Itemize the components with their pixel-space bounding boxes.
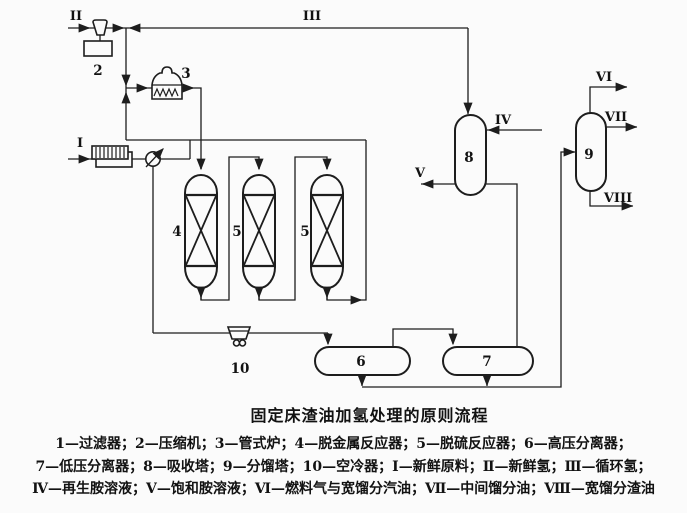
air-cooler-fan-left <box>232 339 241 347</box>
label-stream-recycle-hydrogen: III <box>303 9 321 24</box>
reactor-4-symbol <box>184 174 218 300</box>
equipment-number-labels: 2 3 4 5 5 6 7 8 9 10 <box>93 63 593 377</box>
reactor-5a-cross <box>243 195 275 266</box>
tube-furnace-symbol <box>151 66 183 100</box>
filter-body-upper <box>91 145 129 160</box>
air-cooler-symbol <box>226 326 252 347</box>
label-compressor: 2 <box>93 63 102 79</box>
label-stream-fuel-gas: VI <box>595 70 612 85</box>
label-furnace: 3 <box>181 66 190 82</box>
reactor-5b-bed-lines <box>311 193 343 268</box>
compressor-symbol <box>83 19 113 57</box>
separator6-to-separator7-line <box>392 328 454 347</box>
label-stream-fresh-hydrogen: II <box>70 9 82 24</box>
reactor-5b-cross <box>311 195 343 266</box>
compressor-body <box>83 40 113 57</box>
label-reactor-5b: 5 <box>300 224 309 240</box>
fractionator-overhead-line <box>589 86 627 113</box>
furnace-outlet-line <box>182 87 202 169</box>
arrow-heat-exchanger <box>145 148 164 168</box>
reactor-5a-bed-lines <box>243 193 275 268</box>
figure-caption: 固定床渣油加氢处理的原则流程 1—过滤器；2—压缩机；3—管式炉；4—脱金属反应… <box>0 404 687 501</box>
fractionator-bottoms-line <box>589 190 633 207</box>
flow-arrows <box>78 23 638 387</box>
compressor-inlet-pot <box>92 19 108 36</box>
label-absorber: 8 <box>464 150 473 166</box>
label-fractionator: 9 <box>584 147 593 163</box>
stream-number-labels: I II III IV V VI VII VIII <box>70 9 632 206</box>
reactor-5b-symbol <box>310 174 344 300</box>
reactor-5a-symbol <box>242 174 276 300</box>
label-stream-fresh-feed: I <box>77 136 83 151</box>
figure-legend: 1—过滤器；2—压缩机；3—管式炉；4—脱金属反应器；5—脱硫反应器；6—高压分… <box>0 433 687 501</box>
air-cooler-body <box>226 326 252 340</box>
label-stream-regenerated-amine: IV <box>495 113 512 128</box>
legend-line-1: 1—过滤器；2—压缩机；3—管式炉；4—脱金属反应器；5—脱硫反应器；6—高压分… <box>55 436 632 452</box>
air-cooler-fan-right <box>238 339 247 347</box>
label-reactor-4: 4 <box>172 224 181 240</box>
fractionator-vessel <box>575 112 607 192</box>
reactor-4-bed-lines <box>185 193 217 268</box>
absorber-to-separator7-line <box>486 183 518 346</box>
filter-symbol <box>91 145 133 168</box>
process-flow-diagram: 2 3 4 5 5 6 7 8 9 10 I II III IV V VI VI… <box>68 9 638 388</box>
label-stream-middle-distillate: VII <box>604 110 627 125</box>
label-stream-residue: VIII <box>603 191 632 206</box>
label-reactor-5a: 5 <box>232 224 241 240</box>
furnace-coil <box>153 87 179 98</box>
legend-line-3: Ⅳ—再生胺溶液；Ⅴ—饱和胺溶液；Ⅵ—燃料气与宽馏分汽油；Ⅶ—中间馏分油；Ⅷ—宽馏… <box>32 481 655 497</box>
filter-hatching <box>95 147 125 158</box>
absorber-vessel <box>454 114 487 196</box>
reactor-4-cross <box>185 195 217 266</box>
label-hp-separator: 6 <box>356 354 365 370</box>
label-stream-saturated-amine: V <box>414 166 426 181</box>
label-lp-separator: 7 <box>482 354 491 370</box>
legend-line-2: 7—低压分离器；8—吸收塔；9—分馏塔；10—空冷器；Ⅰ—新鲜原料；Ⅱ—新鲜氢；… <box>35 458 652 475</box>
label-air-cooler: 10 <box>231 361 250 377</box>
figure-title: 固定床渣油加氢处理的原则流程 <box>250 406 489 425</box>
